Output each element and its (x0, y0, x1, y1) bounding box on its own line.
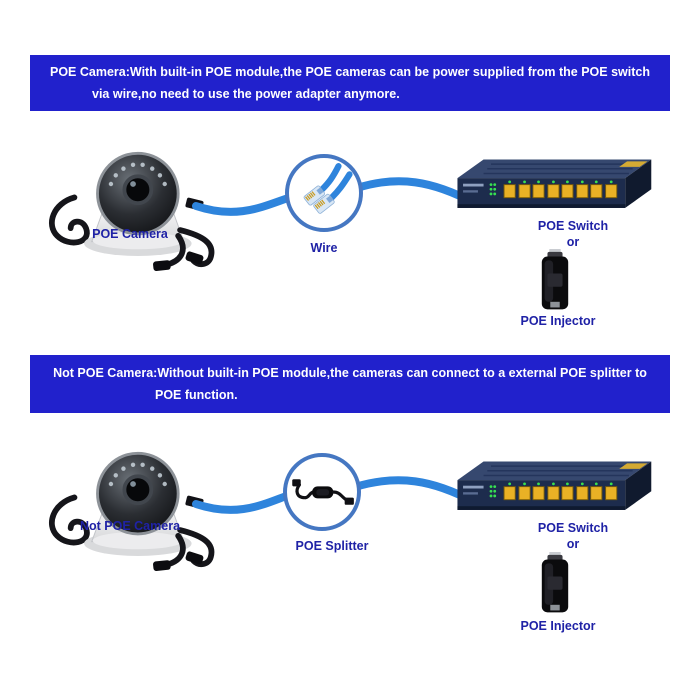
poe-camera-label: POE Camera (92, 227, 168, 241)
or-label: or (566, 537, 580, 551)
poe-switch-graphic (450, 452, 655, 525)
banner-text-line2: via wire,no need to use the power adapte… (92, 87, 400, 101)
not-poe-camera-banner: Not POE Camera:Without built-in POE modu… (30, 355, 670, 413)
wire-label: Wire (310, 241, 338, 255)
banner-text-line1: Not POE Camera:Without built-in POE modu… (53, 366, 647, 380)
poe-switch-label: POE Switch (537, 219, 609, 233)
poe-injector-graphic (528, 552, 582, 618)
poe-switch-graphic (450, 150, 655, 223)
not-poe-dome-camera-graphic (38, 436, 230, 580)
poe-dome-camera-graphic (38, 136, 230, 280)
not-poe-camera-label: Not POE Camera (79, 519, 181, 533)
poe-switch-label: POE Switch (537, 521, 609, 535)
poe-splitter-icon (288, 466, 356, 518)
poe-injector-label: POE Injector (520, 314, 596, 328)
or-label: or (566, 235, 580, 249)
banner-text-line1: POE Camera:With built-in POE module,the … (49, 65, 650, 79)
cable-camera-to-splitter (192, 491, 293, 514)
poe-camera-banner: POE Camera:With built-in POE module,the … (30, 55, 670, 111)
poe-injector-graphic (528, 249, 582, 315)
poe-splitter-label: POE Splitter (295, 539, 369, 553)
banner-text-line2: POE function. (155, 388, 238, 402)
splitter-highlight-circle (283, 453, 361, 531)
poe-injector-label: POE Injector (520, 619, 596, 633)
cable-camera-to-wire (192, 193, 295, 216)
wire-highlight-circle (285, 154, 363, 232)
rj45-connector-icon (293, 162, 355, 224)
